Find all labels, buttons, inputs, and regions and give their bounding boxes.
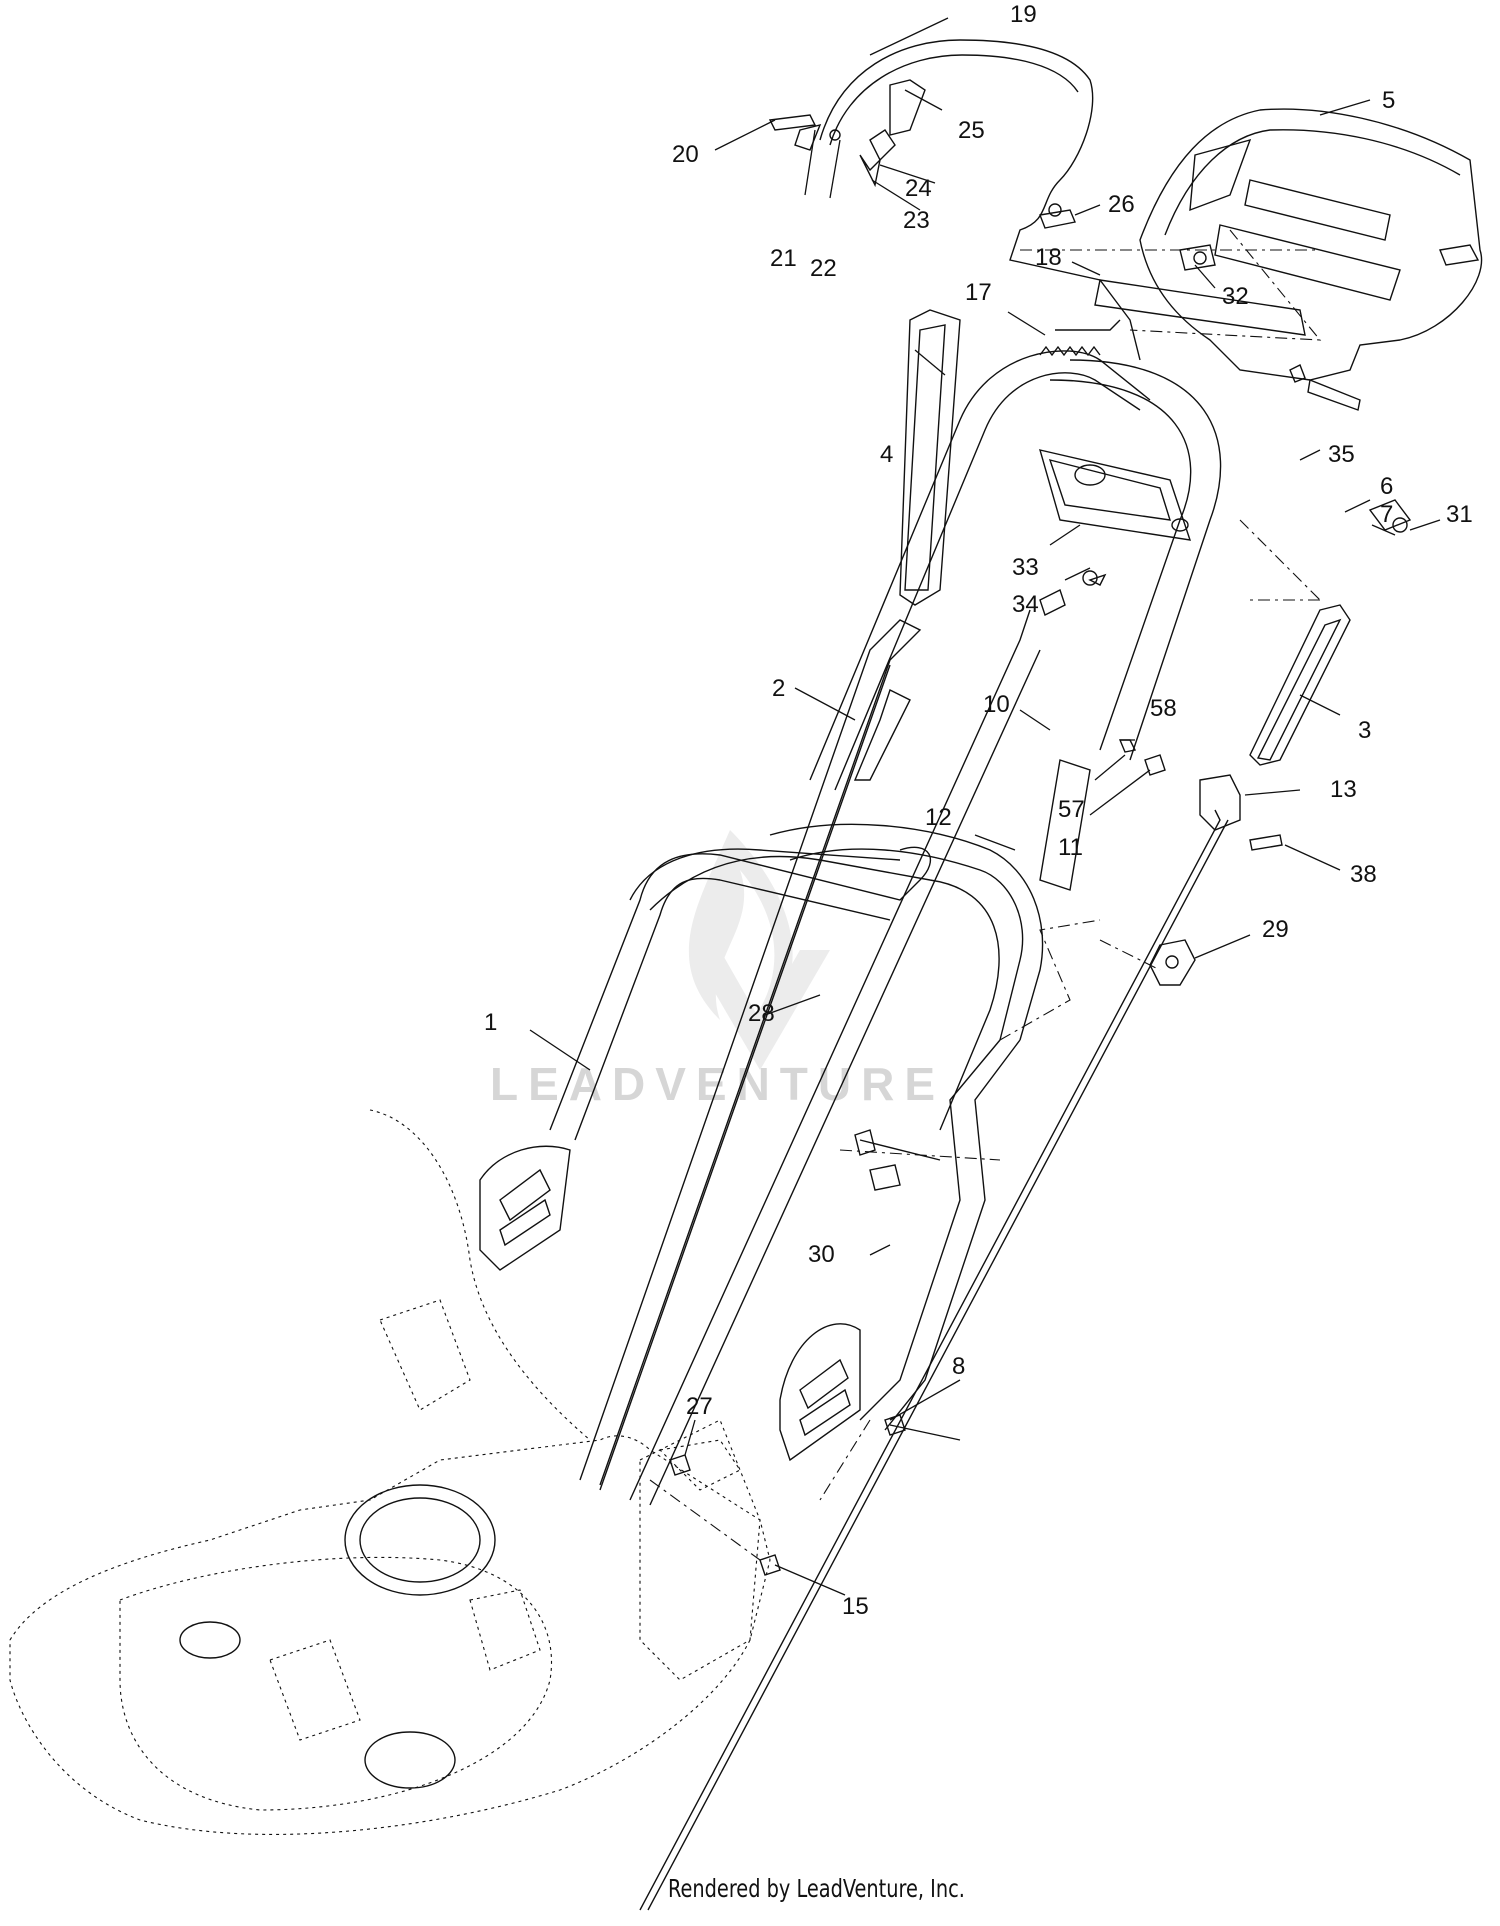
callout-22: 22: [810, 255, 837, 282]
callout-38: 38: [1350, 861, 1377, 888]
lower-handle: [479, 823, 1044, 1462]
footer-credit: Rendered by LeadVenture, Inc.: [668, 1874, 965, 1903]
callout-1: 1: [484, 1009, 497, 1036]
mower-deck: [9, 1109, 771, 1835]
callout-26: 26: [1108, 191, 1135, 218]
callout-28: 28: [748, 1000, 775, 1027]
callout-29: 29: [1262, 916, 1289, 943]
callout-34: 34: [1012, 591, 1039, 618]
leader-lines: [529, 17, 1441, 1596]
callout-18: 18: [1035, 244, 1062, 271]
cables: [579, 589, 1229, 1911]
callout-12: 12: [925, 804, 952, 831]
callout-31: 31: [1446, 501, 1473, 528]
callout-58: 58: [1150, 695, 1177, 722]
callout-19: 19: [1010, 1, 1037, 28]
callout-30: 30: [808, 1241, 835, 1268]
callout-57: 57: [1058, 796, 1085, 823]
callout-35: 35: [1328, 441, 1355, 468]
callout-21: 21: [770, 245, 797, 272]
handle-grips: [853, 309, 1351, 781]
callout-23: 23: [903, 207, 930, 234]
alignment-lines: [649, 229, 1322, 1561]
callout-32: 32: [1222, 283, 1249, 310]
handle-shroud: [1094, 108, 1483, 381]
callout-8: 8: [952, 1353, 965, 1380]
callout-6: 6: [1380, 473, 1393, 500]
callout-10: 10: [983, 691, 1010, 718]
callout-2: 2: [772, 675, 785, 702]
watermark-text: LEADVENTURE: [490, 1058, 945, 1110]
callout-3: 3: [1358, 717, 1371, 744]
callout-24: 24: [905, 175, 932, 202]
callout-33: 33: [1012, 554, 1039, 581]
callout-5: 5: [1382, 87, 1395, 114]
callout-4: 4: [880, 441, 893, 468]
callout-13: 13: [1330, 776, 1357, 803]
callout-7: 7: [1380, 501, 1393, 528]
watermark: LEADVENTURE: [490, 830, 945, 1110]
callout-15: 15: [842, 1593, 869, 1620]
control-bail: [768, 39, 1141, 361]
callout-17: 17: [965, 279, 992, 306]
callout-25: 25: [958, 117, 985, 144]
watermark-v-icon: [690, 950, 830, 1070]
callout-20: 20: [672, 141, 699, 168]
callout-27: 27: [686, 1393, 713, 1420]
upper-handle: [809, 350, 1222, 891]
callout-11: 11: [1058, 834, 1083, 861]
callout-labels: 19 25 20 24 23 21 22 26 5 18 32 17 4 35 …: [484, 1, 1473, 1620]
hardware: [669, 364, 1412, 1576]
